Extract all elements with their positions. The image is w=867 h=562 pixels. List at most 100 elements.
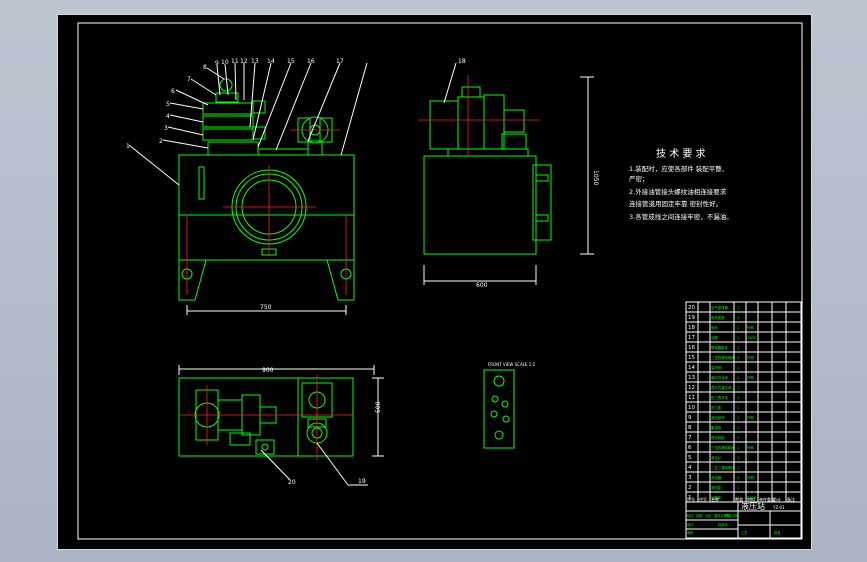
bom-header-cell: 总计 (773, 496, 781, 502)
bom-cell: 1 (737, 306, 739, 310)
drawing-sheet: 1 2 3 4 5 6 7 8 9 10 11 12 13 14 15 16 1… (57, 14, 812, 550)
technical-requirements: 技 术 要 求 1.装配时，应使各部件 装配平整、 严密； 2.外接油管接头螺纹… (629, 147, 733, 221)
bom-cell: 电机 (711, 325, 718, 330)
callout-2: 2 (159, 138, 163, 145)
bom-cell: 二位三通电磁阀 (711, 465, 735, 470)
bom-cell: 1 (737, 336, 739, 340)
bom-cell: 1 (737, 476, 739, 480)
plan-view (178, 365, 384, 486)
bom-cell: 20 (688, 305, 695, 311)
bom-cell: 压力表 (711, 405, 722, 410)
tb-cell-count: 处数 (696, 513, 703, 518)
tb-cell-approve: 批准 (774, 530, 781, 535)
drawing-frame (77, 22, 803, 540)
cad-drawing: 1 2 3 4 5 6 7 8 9 10 11 12 13 14 15 16 1… (77, 22, 803, 540)
bom-cell: 外购 (747, 415, 754, 420)
tb-cell-mark: 标记 (687, 513, 694, 518)
bom-header-cell: 序号 (687, 496, 695, 502)
bom-cell: 1 (737, 406, 739, 410)
bom-cell: 三位四通电磁阀 (711, 445, 735, 450)
dim-side-height: 1050 (592, 170, 599, 185)
callout-1: 1 (126, 143, 130, 150)
bom-cell: 1 (737, 386, 739, 390)
bom-cell: 6 (688, 445, 692, 451)
bom-cell: 16 (688, 345, 695, 351)
tb-cell-date: 日期 (732, 513, 738, 518)
callout-8: 8 (203, 64, 207, 71)
tech-line-3: 2.外接油管接头螺纹油相连接要求 (629, 187, 727, 196)
bom-cell: 12 (688, 385, 695, 391)
bom-cell: 17 (688, 335, 695, 341)
bom-cell: 2 (688, 485, 692, 491)
front-callouts: 1 2 3 4 5 6 7 8 9 10 11 12 13 14 15 16 1… (126, 58, 344, 311)
callout-6: 6 (171, 88, 175, 95)
bom-cell: 单向节流阀 (711, 375, 729, 380)
bom-header-cell: 备注 (787, 496, 795, 502)
callout-15: 15 (287, 58, 295, 65)
bom-header-cell: 材料 (747, 496, 755, 502)
tb-cell-standard: 标准化 (718, 522, 728, 527)
dim-plan-width: 900 (262, 367, 274, 374)
callout-9: 9 (215, 60, 219, 67)
bom-cell: 4 (688, 465, 692, 471)
bom-header-cell: 名称 (711, 496, 719, 502)
drawing-title: 液压站 (741, 501, 765, 511)
bom-cell: 电机底座 (711, 315, 725, 320)
tb-cell-sign: 签名 (725, 513, 731, 518)
bom-cell: 9 (688, 415, 692, 421)
detail-note: FRONT VIEW SCALE 1:2 (488, 362, 536, 367)
bom-cell: 溢流阀 (711, 365, 722, 370)
bom-cell: 集成块 (711, 425, 722, 430)
tech-line-4: 连接管道用固定牢靠 密封性好。 (629, 199, 722, 208)
bom-cell: 1 (737, 466, 739, 470)
bom-cell: 14 (688, 365, 695, 371)
bom-header-cell: 数量 (735, 496, 743, 502)
front-view (128, 62, 368, 315)
bom-cell: 1 (688, 495, 692, 501)
side-view (418, 62, 594, 285)
bom-cell: 外购 (747, 355, 754, 360)
tb-cell-review: 审核 (687, 530, 694, 535)
bom-cell: 液位计 (711, 455, 722, 460)
bom-cell: 1 (737, 396, 739, 400)
bom-cell: 1 (737, 486, 739, 490)
callout-12: 12 (240, 58, 248, 65)
callout-3: 3 (164, 125, 168, 132)
bom-cell: 1 (737, 496, 739, 500)
callout-4: 4 (166, 113, 170, 120)
bom-cell: 1 (737, 356, 739, 360)
bom-cell: 2 (737, 376, 739, 380)
tech-line-2: 严密； (629, 174, 649, 183)
dim-side-width: 600 (476, 282, 488, 289)
bom-cell: 二位四通电磁阀 (711, 355, 735, 360)
title-block: 液压站 YZ-01 标记 处数 分区 更改文件号 签名 日期 设计 标准化 审核… (685, 501, 802, 539)
bom-cell: 1 (737, 426, 739, 430)
tech-line-5: 3.各管成线之间连接牢密，不漏油。 (629, 212, 733, 221)
bom-cell: 1 (737, 446, 739, 450)
bom-cell: 联轴器组件 (711, 345, 729, 350)
callout-14: 14 (267, 58, 275, 65)
callout-7: 7 (187, 76, 191, 83)
tb-cell-design: 设计 (687, 522, 694, 527)
tb-cell-craft: 工艺 (741, 530, 747, 535)
bom-cell: 5 (688, 455, 692, 461)
callout-13: 13 (251, 58, 259, 65)
detail-view (483, 369, 515, 449)
callout-11: 11 (231, 58, 239, 65)
bom-cell: 1 (737, 456, 739, 460)
bom-cell: 11 (688, 395, 695, 401)
bom-cell: 1 (737, 416, 739, 420)
dim-plan-depth: 500 (375, 401, 382, 413)
callout-17: 17 (336, 58, 344, 65)
bom-cell: 1 (737, 316, 739, 320)
tech-line-1: 1.装配时，应使各部件 装配平整、 (629, 164, 728, 173)
bom-cell: 15 (688, 355, 695, 361)
bom-cell: 油箱体 (711, 495, 722, 500)
tech-title: 技 术 要 求 (656, 147, 706, 160)
bom-cell: 液压泵 (711, 485, 722, 490)
callout-20: 20 (288, 479, 296, 486)
bom-header-cell: 单件重量 (759, 496, 775, 502)
bom-header-cell: 代号 (699, 496, 707, 502)
bom-cell: 13 (688, 375, 695, 381)
callout-19: 19 (358, 478, 366, 485)
